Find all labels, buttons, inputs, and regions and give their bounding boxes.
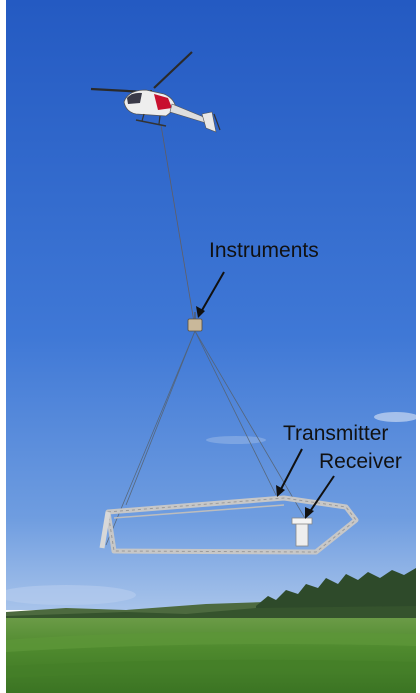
arrow-receiver-head (305, 507, 314, 519)
label-transmitter: Transmitter (283, 422, 389, 445)
skid-strut (141, 113, 145, 122)
skid (135, 119, 167, 127)
arrow-instruments (200, 271, 225, 313)
cloud (6, 585, 136, 605)
label-receiver: Receiver (319, 450, 402, 473)
instrument-pod (187, 312, 203, 332)
scene-svg (6, 0, 416, 693)
receiver-coil (291, 517, 313, 547)
photo-frame: Instruments Transmitter Receiver (6, 0, 416, 693)
field-band (6, 632, 416, 652)
cloud (206, 436, 266, 444)
transmitter-frame (99, 495, 359, 555)
arrow-instruments-head (196, 306, 205, 318)
rotor-blade (153, 51, 193, 89)
helicopter (90, 51, 221, 133)
fuselage-stripe (154, 94, 172, 110)
arrow-transmitter-head (276, 485, 285, 497)
label-instruments: Instruments (209, 239, 319, 262)
field-band (6, 659, 416, 678)
tail-fin (201, 111, 217, 133)
cockpit-window (127, 92, 142, 104)
skid-strut (158, 115, 161, 125)
field (6, 618, 416, 693)
arrow-transmitter (279, 448, 303, 492)
tail-rotor (213, 113, 221, 131)
tree-line (256, 568, 416, 612)
tow-cable (160, 124, 195, 323)
annotation-arrows (196, 271, 335, 519)
cloud (374, 412, 416, 422)
arrow-receiver (308, 475, 335, 514)
